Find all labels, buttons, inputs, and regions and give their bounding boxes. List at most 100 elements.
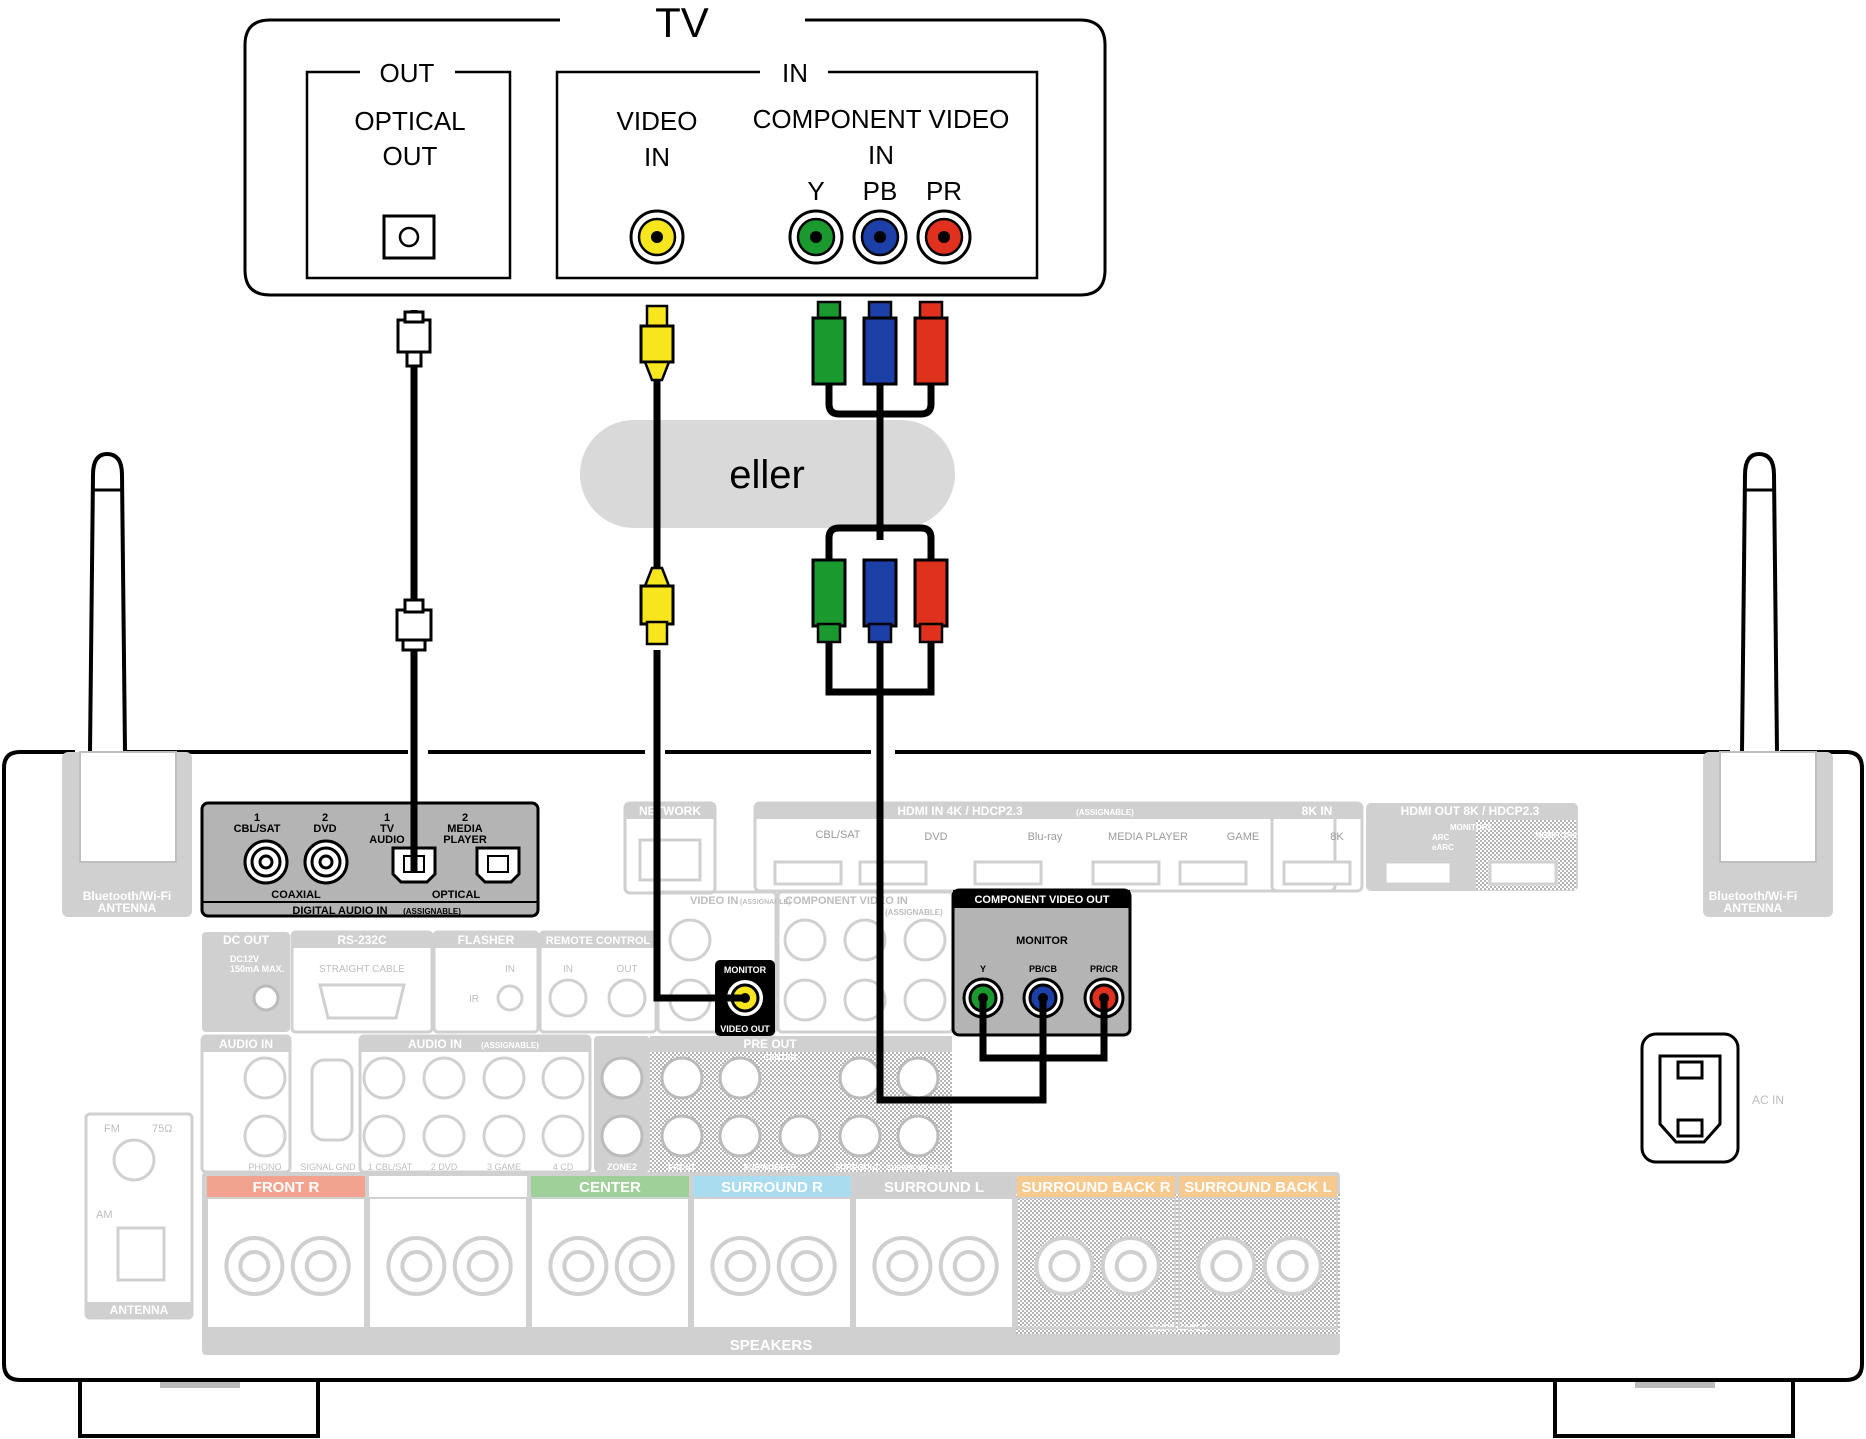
hdmi-out-monitor1: MONITOR1: [1450, 823, 1493, 832]
speaker-group-label: FRONT L: [416, 1179, 481, 1196]
coaxial-label: COAXIAL: [271, 889, 321, 901]
flasher-title: FLASHER: [458, 933, 515, 947]
video-in-assignable: (ASSIGNABLE): [740, 899, 791, 906]
audio-in-phono-panel: AUDIO IN PHONO: [200, 1034, 292, 1174]
dc-out-spec-2: 150mA MAX.: [230, 964, 284, 974]
tv-component-y-jack[interactable]: [788, 209, 844, 265]
video-in-title: VIDEO IN: [690, 895, 738, 907]
receiver: Bluetooth/Wi-Fi ANTENNA Bluetooth/Wi-Fi …: [2, 451, 1864, 1438]
audio-in-assignable-panel: AUDIO IN (ASSIGNABLE) 1 CBL/SAT 2 DVD 3 …: [358, 1034, 592, 1174]
hdmi-in-panel: HDMI IN 4K / HDCP2.3 (ASSIGNABLE) CBL/SA…: [753, 801, 1337, 893]
component-plug-pb-receiver: [862, 558, 898, 644]
coax2-jack[interactable]: [303, 839, 349, 885]
tv-component-in-label-1: COMPONENT VIDEO: [753, 104, 1010, 134]
pre-out-panel: PRE OUT CENTER FRONT SUBWOOFER SURROUND …: [650, 1036, 952, 1172]
speaker-group-header: [855, 1176, 1013, 1198]
tv-component-pb-jack[interactable]: [852, 209, 908, 265]
digital-audio-in-title: DIGITAL AUDIO IN: [292, 905, 387, 917]
composite-plug-receiver: [639, 566, 675, 646]
coax1-number: 1: [254, 812, 260, 824]
dc-out-spec-1: DC12V: [230, 954, 259, 964]
zone2-label: ZONE2: [607, 1162, 637, 1172]
speaker-group-header: [1017, 1176, 1175, 1198]
audio-in-assignable-tag: (ASSIGNABLE): [481, 1041, 539, 1050]
component-video-out-title: COMPONENT VIDEO OUT: [974, 894, 1109, 906]
tv-optical-out-jack[interactable]: [382, 214, 436, 260]
pre-out-surround-back: SURROUND BACK: [887, 1165, 950, 1172]
opt2-name-2: PLAYER: [443, 834, 487, 846]
flasher-panel: FLASHER IN IR: [432, 930, 540, 1034]
hdmi-in-game: GAME: [1227, 831, 1259, 843]
dc-out-title: DC OUT: [223, 933, 270, 947]
opt1-name-1: TV: [380, 823, 395, 835]
speaker-terminal-core: [1276, 1250, 1309, 1282]
speaker-terminal-core: [1114, 1250, 1147, 1282]
tv-optical-out-label-2: OUT: [383, 141, 438, 171]
composite-video-cable: [639, 304, 745, 1002]
fm-am-antenna-panel: FM 75Ω AM ANTENNA: [84, 1112, 194, 1320]
component-video-cable: [811, 300, 1108, 1104]
digital-audio-in-panel: DIGITAL AUDIO IN (ASSIGNABLE) 1 CBL/SAT …: [200, 801, 540, 918]
optical-plug-receiver: [395, 598, 433, 652]
speaker-terminal-core: [952, 1250, 985, 1282]
speaker-terminal-core: [1048, 1250, 1081, 1282]
speaker-terminal-core: [886, 1250, 919, 1282]
hdmi-out-arc: ARC: [1432, 833, 1450, 842]
hdmi-in-cbl-sat: CBL/SAT: [815, 829, 860, 841]
opt1-number: 1: [384, 812, 390, 824]
component-plug-pr-receiver: [913, 558, 949, 644]
component-plug-pr-tv: [913, 300, 949, 386]
pre-out-title: PRE OUT: [743, 1037, 797, 1051]
hdmi-in-media-player: MEDIA PLAYER: [1108, 831, 1188, 843]
hdmi-8k-in-panel: 8K IN 8K: [1270, 801, 1364, 893]
speaker-terminal-core: [1210, 1250, 1243, 1282]
remote-out-label: OUT: [616, 964, 637, 975]
antenna-label: ANTENNA: [110, 1303, 169, 1317]
coax1-name: CBL/SAT: [234, 823, 281, 835]
audio-in-1: 1 CBL/SAT: [368, 1162, 413, 1172]
tv-y-label: Y: [807, 176, 824, 206]
bt-wifi-antenna-right: Bluetooth/Wi-Fi ANTENNA: [1703, 451, 1833, 917]
speaker-group-label: CENTER: [579, 1179, 641, 1196]
hdmi-8k-label: 8K: [1330, 831, 1344, 843]
am-label: AM: [96, 1209, 113, 1221]
ac-in: AC IN: [1640, 1032, 1784, 1164]
speaker-group-header: [531, 1176, 689, 1198]
optical-label: OPTICAL: [432, 889, 481, 901]
component-plug-y-tv: [811, 300, 847, 386]
remote-control-panel: REMOTE CONTROL IN OUT: [538, 930, 658, 1034]
tv-out-group-label: OUT: [380, 58, 435, 88]
or-label: eller: [729, 453, 805, 497]
speaker-group-header: [1179, 1176, 1337, 1198]
tv-component-pr-jack[interactable]: [916, 209, 972, 265]
ac-in-label: AC IN: [1752, 1093, 1784, 1107]
tv-optical-out-label-1: OPTICAL: [354, 106, 465, 136]
coax2-name: DVD: [313, 823, 336, 835]
optical2-jack[interactable]: [475, 846, 521, 884]
tv-video-in-jack[interactable]: [629, 209, 685, 265]
bt-antenna-left-label-1: Bluetooth/Wi-Fi: [83, 889, 172, 903]
pre-out-surround: SURROUND: [835, 1163, 881, 1172]
speaker-group-label: FRONT R: [253, 1179, 320, 1196]
remote-control-title: REMOTE CONTROL: [546, 935, 651, 947]
optical-plug-tv: [396, 310, 432, 368]
signal-gnd: SIGNAL GND: [300, 1058, 356, 1172]
coax1-jack[interactable]: [243, 839, 289, 885]
component-video-out-y: Y: [980, 964, 986, 974]
component-video-out-monitor: MONITOR: [1016, 935, 1068, 947]
component-video-in-assignable: (ASSIGNABLE): [885, 908, 943, 917]
fm-label: FM: [104, 1123, 120, 1135]
speaker-terminal-core: [562, 1250, 595, 1282]
video-out-monitor-label: MONITOR: [724, 965, 767, 975]
signal-gnd-label: SIGNAL GND: [300, 1162, 356, 1172]
opt1-name-2: AUDIO: [369, 834, 405, 846]
hdmi-in-title: HDMI IN 4K / HDCP2.3: [897, 804, 1023, 818]
rs232c-panel: RS-232C STRAIGHT CABLE: [290, 930, 434, 1034]
component-video-in-panel: COMPONENT VIDEO IN (ASSIGNABLE): [776, 890, 955, 1034]
audio-in-assignable-title: AUDIO IN: [408, 1037, 462, 1051]
dc-out-panel: DC OUT DC12V 150mA MAX.: [202, 932, 290, 1032]
receiver-foot-right: [1553, 1380, 1795, 1438]
flasher-ir-label: IR: [469, 994, 479, 1005]
component-video-out-pr: PR/CR: [1090, 964, 1119, 974]
